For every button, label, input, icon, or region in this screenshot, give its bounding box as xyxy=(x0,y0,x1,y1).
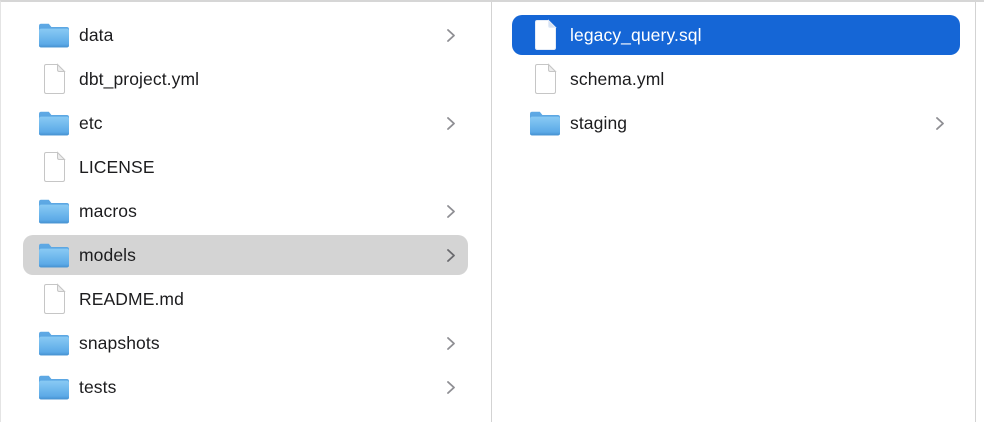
file-row-license[interactable]: LICENSE xyxy=(1,145,491,189)
file-row-tests[interactable]: tests xyxy=(1,365,491,409)
folder-icon xyxy=(39,111,69,136)
file-name-label: tests xyxy=(79,376,117,397)
document-icon-box xyxy=(528,62,562,96)
chevron-right-icon xyxy=(446,27,456,44)
file-row-etc[interactable]: etc xyxy=(1,101,491,145)
chevron-right-icon xyxy=(446,247,456,264)
file-row-models[interactable]: models xyxy=(1,233,491,277)
chevron-right-icon xyxy=(446,379,456,396)
chevron-right-icon xyxy=(446,335,456,352)
document-icon xyxy=(43,62,66,94)
file-name-label: legacy_query.sql xyxy=(570,24,702,45)
folder-icon xyxy=(39,243,69,268)
folder-icon-box xyxy=(37,18,71,52)
column-divider[interactable] xyxy=(491,2,492,422)
document-icon-box xyxy=(37,282,71,316)
folder-icon-box xyxy=(37,370,71,404)
document-icon-box xyxy=(528,18,562,52)
document-icon xyxy=(43,282,66,314)
folder-icon xyxy=(39,23,69,48)
chevron-right-icon xyxy=(446,203,456,220)
document-icon xyxy=(534,62,557,94)
document-icon xyxy=(534,18,557,50)
next-column-empty xyxy=(976,2,984,422)
folder-icon xyxy=(39,375,69,400)
file-name-label: schema.yml xyxy=(570,68,665,89)
file-row-readme-md[interactable]: README.md xyxy=(1,277,491,321)
file-name-label: data xyxy=(79,24,114,45)
file-row-macros[interactable]: macros xyxy=(1,189,491,233)
file-name-label: README.md xyxy=(79,288,184,309)
file-row-data[interactable]: data xyxy=(1,13,491,57)
file-name-label: LICENSE xyxy=(79,156,155,177)
folder-icon-box xyxy=(37,238,71,272)
file-row-dbt-project-yml[interactable]: dbt_project.yml xyxy=(1,57,491,101)
folder-icon-box xyxy=(528,106,562,140)
column-child: legacy_query.sql schema.yml xyxy=(492,2,975,422)
folder-icon-box xyxy=(37,194,71,228)
document-icon xyxy=(43,150,66,182)
folder-icon-box xyxy=(37,106,71,140)
document-icon-box xyxy=(37,62,71,96)
file-name-label: staging xyxy=(570,112,628,133)
column-parent: data dbt_project.yml xyxy=(1,2,491,422)
file-name-label: dbt_project.yml xyxy=(79,68,200,89)
folder-icon xyxy=(39,199,69,224)
file-name-label: models xyxy=(79,244,137,265)
chevron-right-icon xyxy=(446,115,456,132)
folder-icon xyxy=(530,111,560,136)
file-row-schema-yml[interactable]: schema.yml xyxy=(492,57,975,101)
folder-icon xyxy=(39,331,69,356)
chevron-right-icon xyxy=(935,115,945,132)
file-row-legacy-query-sql[interactable]: legacy_query.sql xyxy=(492,13,975,57)
folder-icon-box xyxy=(37,326,71,360)
file-name-label: snapshots xyxy=(79,332,160,353)
file-name-label: etc xyxy=(79,112,103,133)
file-row-snapshots[interactable]: snapshots xyxy=(1,321,491,365)
document-icon-box xyxy=(37,150,71,184)
column-divider[interactable] xyxy=(975,2,976,422)
file-name-label: macros xyxy=(79,200,137,221)
file-row-staging[interactable]: staging xyxy=(492,101,975,145)
